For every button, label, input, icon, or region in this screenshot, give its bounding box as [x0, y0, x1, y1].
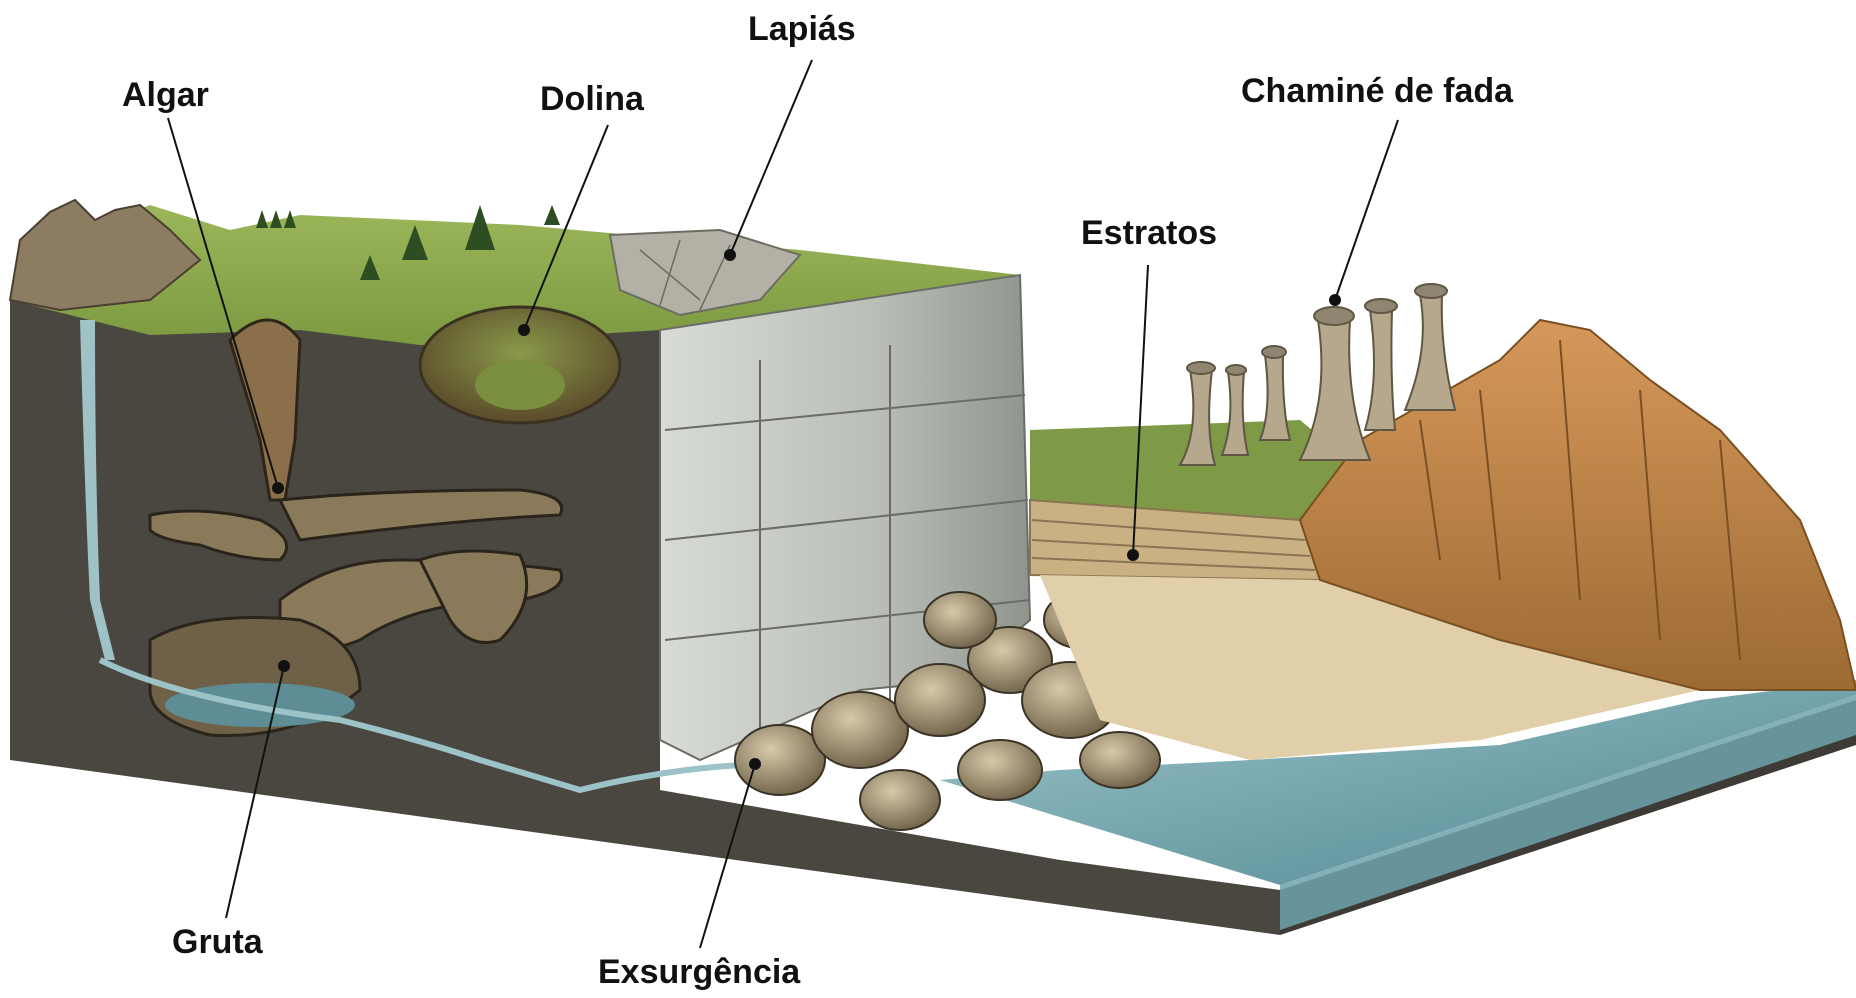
- algar-marker: [272, 482, 284, 494]
- lapias-marker: [724, 249, 736, 261]
- label-chamine-de-fada: Chaminé de fada: [1241, 74, 1513, 108]
- dolina-marker: [518, 324, 530, 336]
- chamine-marker: [1329, 294, 1341, 306]
- label-lapias: Lapiás: [748, 12, 856, 46]
- label-gruta: Gruta: [172, 925, 263, 959]
- estratos-marker: [1127, 549, 1139, 561]
- label-exsurgencia: Exsurgência: [598, 955, 800, 989]
- gruta-marker: [278, 660, 290, 672]
- label-algar: Algar: [122, 78, 209, 112]
- label-dolina: Dolina: [540, 82, 644, 116]
- exsurgencia-marker: [749, 758, 761, 770]
- dolina-floor: [475, 360, 565, 410]
- label-estratos: Estratos: [1081, 216, 1217, 250]
